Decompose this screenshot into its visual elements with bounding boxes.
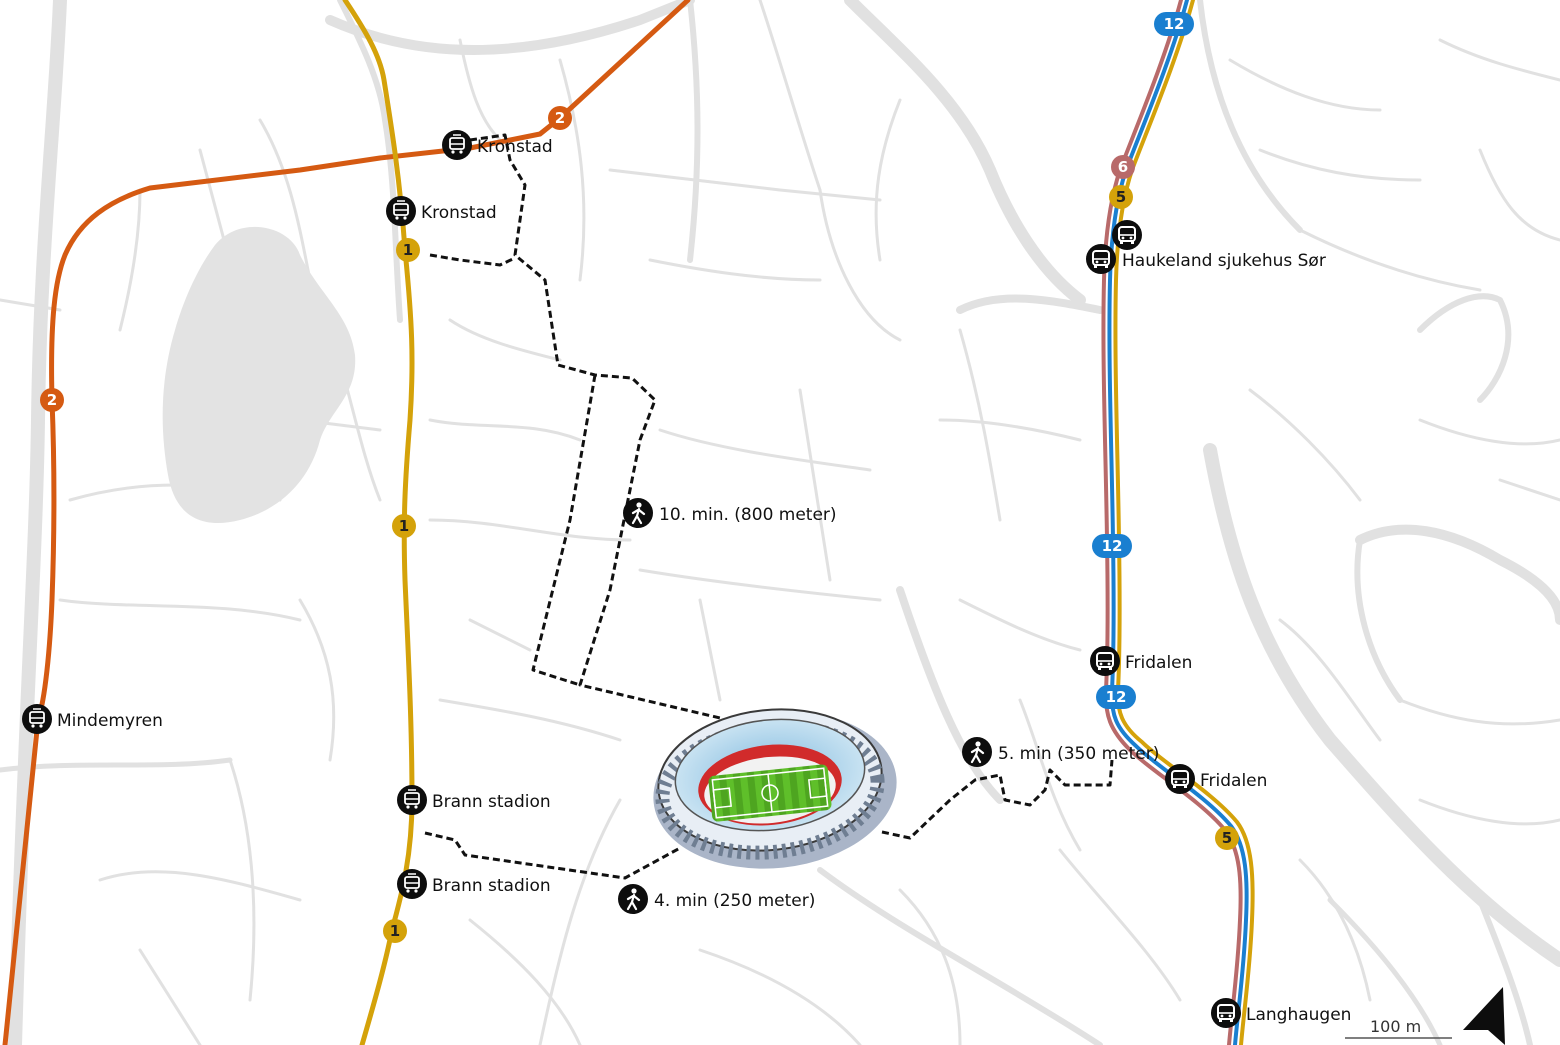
line-badge-2-top[interactable]: 2 (548, 106, 572, 130)
stop-label: Fridalen (1125, 653, 1192, 673)
tram-icon (385, 195, 417, 227)
line-badge-12-low[interactable]: 12 (1096, 685, 1136, 709)
line-badge-5-bottom[interactable]: 5 (1215, 826, 1239, 850)
line-badge-label: 1 (390, 922, 400, 940)
stop-label: Mindemyren (57, 711, 163, 731)
tram-icon (396, 784, 428, 816)
walk-time-label: 10. min. (800 meter) (659, 505, 837, 525)
line-badge-label: 1 (399, 517, 409, 535)
line-badge-label: 12 (1106, 688, 1127, 706)
tram-icon (21, 703, 53, 735)
line-badge-label: 1 (403, 241, 413, 259)
line-badge-label: 5 (1222, 829, 1232, 847)
line-badge-label: 12 (1164, 15, 1185, 33)
bus-icon (1164, 763, 1196, 795)
north-arrow-icon[interactable] (1463, 987, 1505, 1045)
stop-haukeland[interactable]: Haukeland sjukehus Sør (1085, 219, 1326, 275)
walk-label-west: 4. min (250 meter) (616, 882, 815, 916)
bus-icon (1085, 243, 1117, 275)
bus-icon (1089, 645, 1121, 677)
stop-label: Brann stadion (432, 876, 551, 896)
walking-paths (424, 133, 1114, 880)
line-badge-12-mid[interactable]: 12 (1092, 534, 1132, 558)
stop-brann-stadion-north[interactable]: Brann stadion (396, 784, 551, 816)
line-badge-label: 12 (1102, 537, 1123, 555)
stop-mindemyren[interactable]: Mindemyren (21, 703, 163, 735)
tram-icon (396, 868, 428, 900)
line-badge-5-top[interactable]: 5 (1109, 185, 1133, 209)
pedestrian-icon (616, 882, 650, 916)
stop-fridalen-south[interactable]: Fridalen (1164, 763, 1267, 795)
stop-label: Fridalen (1200, 771, 1267, 791)
stop-kronstad-bus[interactable]: Kronstad (385, 195, 497, 227)
stop-brann-stadion-south[interactable]: Brann stadion (396, 868, 551, 900)
walk-time-label: 5. min (350 meter) (998, 744, 1159, 764)
pedestrian-icon (621, 496, 655, 530)
bus-icon (1111, 219, 1143, 251)
pedestrian-icon (960, 735, 994, 769)
line-2-route (2, 0, 691, 1045)
line-badge-1-top[interactable]: 1 (396, 238, 420, 262)
line-badge-2-left[interactable]: 2 (40, 388, 64, 412)
scale-bar: 100 m (1345, 1017, 1452, 1039)
line-1-route (342, 0, 415, 1045)
tram-icon (441, 129, 473, 161)
line-badge-label: 5 (1116, 188, 1126, 206)
stop-label: Kronstad (477, 137, 553, 157)
line-badge-label: 2 (47, 391, 57, 409)
stop-label: Kronstad (421, 203, 497, 223)
line-badge-12-top[interactable]: 12 (1154, 12, 1194, 36)
stop-label: Brann stadion (432, 792, 551, 812)
line-badge-1-bottom[interactable]: 1 (383, 919, 407, 943)
lake (162, 226, 356, 523)
walk-time-label: 4. min (250 meter) (654, 891, 815, 911)
scale-label: 100 m (1370, 1017, 1421, 1036)
line-badge-6[interactable]: 6 (1111, 155, 1135, 179)
line-badge-label: 2 (555, 109, 565, 127)
stop-label: Haukeland sjukehus Sør (1122, 251, 1326, 271)
walk-label-north: 10. min. (800 meter) (621, 496, 837, 530)
stop-langhaugen[interactable]: Langhaugen (1210, 997, 1351, 1029)
stop-kronstad-bybane[interactable]: Kronstad (441, 129, 553, 161)
walk-label-east: 5. min (350 meter) (960, 735, 1159, 769)
stop-label: Langhaugen (1246, 1005, 1351, 1025)
stop-fridalen-north[interactable]: Fridalen (1089, 645, 1192, 677)
line-badge-label: 6 (1118, 158, 1128, 176)
bus-icon (1210, 997, 1242, 1029)
stadium-icon[interactable] (646, 699, 905, 881)
line-badge-1-mid[interactable]: 1 (392, 514, 416, 538)
